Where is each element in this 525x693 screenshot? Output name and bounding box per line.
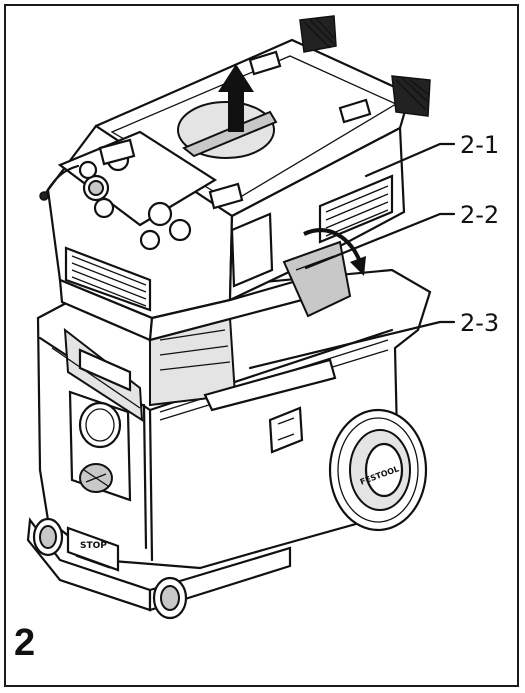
rear-wheel: FESTOOL (328, 408, 428, 532)
callout-leader-2-3 (248, 320, 456, 370)
callout-2-1: 2-1 (460, 131, 499, 159)
caster-left (32, 517, 64, 557)
rotate-arrow-icon (303, 228, 366, 276)
container-tub (36, 268, 432, 570)
caster-right (152, 576, 188, 620)
vent-grille-front (64, 246, 152, 312)
latch-clip (282, 240, 352, 318)
lid-lock (177, 101, 278, 159)
callout-2-3: 2-3 (460, 309, 499, 337)
callout-2-2: 2-2 (460, 201, 499, 229)
stop-label: STOP (80, 541, 107, 551)
callout-leader-2-2 (304, 212, 456, 270)
cable-hook-right (391, 75, 431, 117)
cable-hook-left (299, 15, 337, 53)
chassis-base: STOP FESTOOL (26, 408, 428, 620)
motor-head (39, 15, 431, 342)
callout-leader-2-1 (364, 142, 456, 178)
control-panel (57, 130, 218, 251)
figure-frame (4, 4, 519, 687)
lift-arrow-icon (218, 64, 254, 132)
figure-number: 2 (14, 622, 36, 664)
